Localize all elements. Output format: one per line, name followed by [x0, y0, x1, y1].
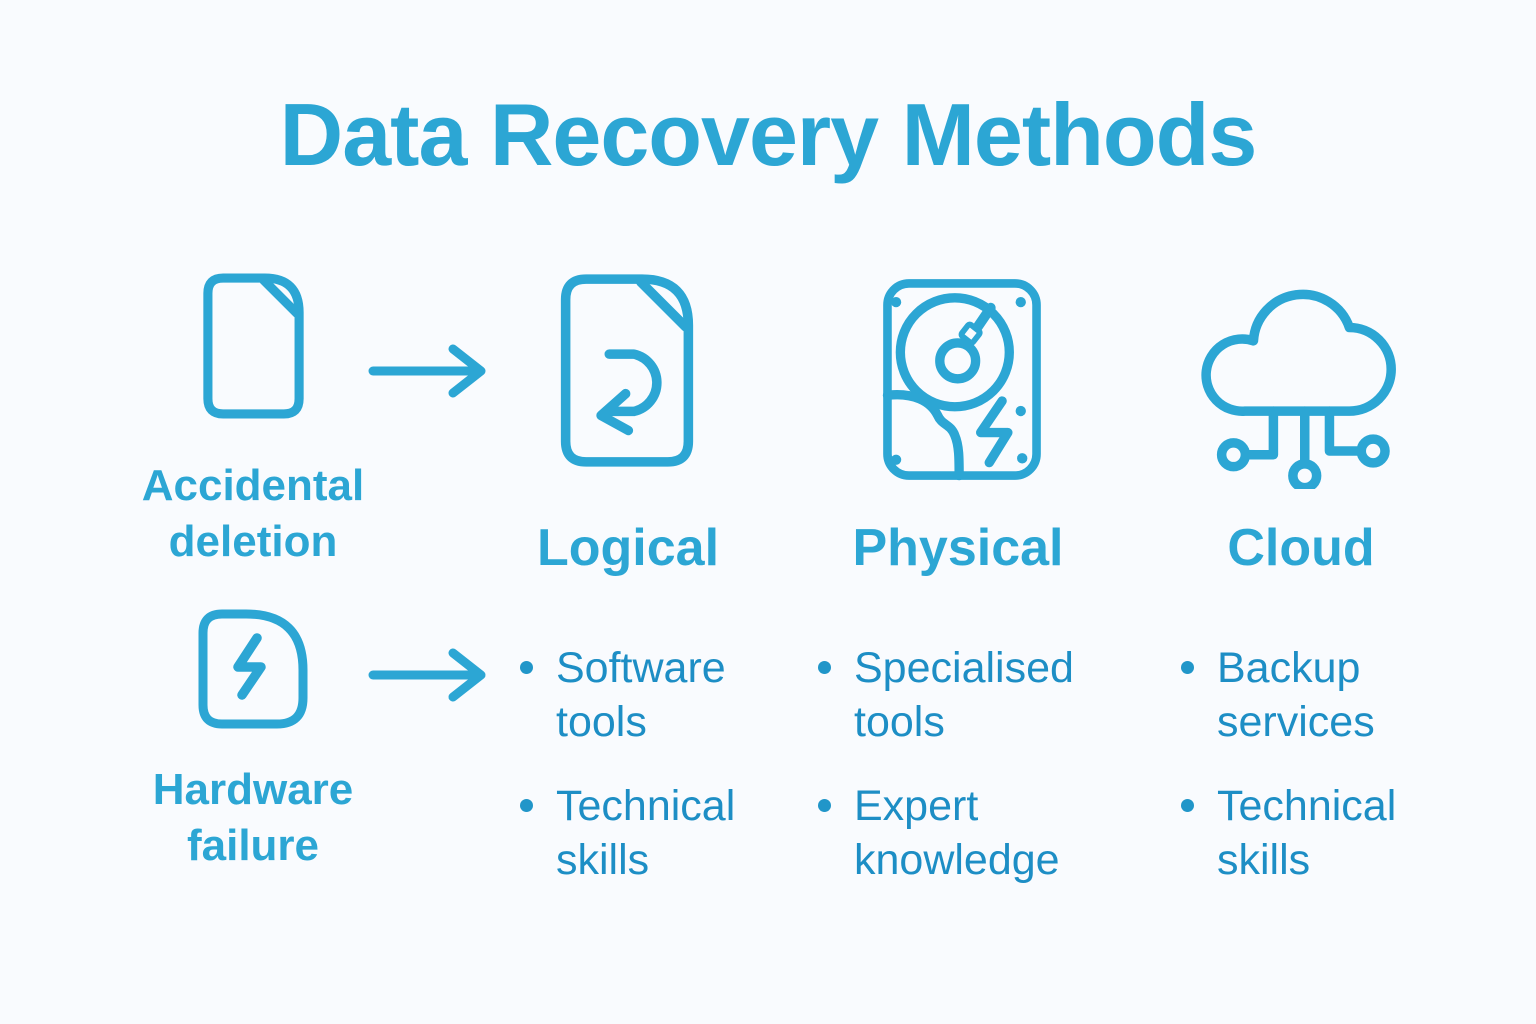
file-restore-icon [560, 274, 694, 467]
lightning-square-icon [198, 609, 308, 729]
method-label-physical: Physical [852, 519, 1064, 577]
bullet-dot [520, 799, 533, 812]
screw-dots [890, 296, 1028, 465]
bullet-text: Technical skills [556, 782, 736, 884]
cloud-bullet-list: Backup services Technical skills [1181, 641, 1491, 887]
document-icon [203, 273, 304, 419]
bullet-text: Expert knowledge [854, 782, 1060, 884]
bullet-dot [818, 661, 831, 674]
bullet-dot [520, 661, 533, 674]
list-item: Expert knowledge [818, 779, 1128, 887]
cause-label-accidental-deletion: Accidental deletion [141, 461, 365, 566]
list-item: Software tools [520, 641, 830, 749]
logical-bullet-list: Software tools Technical skills [520, 641, 830, 887]
bullet-dot [1181, 799, 1194, 812]
cause-label-hardware-failure: Hardware failure [152, 765, 354, 870]
bullet-dot [818, 799, 831, 812]
arrow-right-icon [368, 648, 486, 702]
lightning-bolt [975, 396, 1013, 468]
bullet-text: Software tools [556, 644, 726, 746]
cloud-network-icon [1201, 289, 1396, 489]
bullet-dot [1181, 661, 1194, 674]
method-label-cloud: Cloud [1227, 519, 1375, 577]
list-item: Specialised tools [818, 641, 1128, 749]
list-item: Technical skills [520, 779, 830, 887]
lightning-bolt [233, 633, 266, 700]
page-title: Data Recovery Methods [279, 85, 1258, 184]
method-label-logical: Logical [536, 519, 720, 577]
bullet-text: Backup services [1217, 644, 1375, 746]
arrow-right-icon [368, 344, 486, 398]
list-item: Technical skills [1181, 779, 1491, 887]
physical-bullet-list: Specialised tools Expert knowledge [818, 641, 1128, 887]
list-item: Backup services [1181, 641, 1491, 749]
hard-drive-icon [882, 279, 1041, 481]
bullet-text: Technical skills [1217, 782, 1397, 884]
bullet-text: Specialised tools [854, 644, 1074, 746]
